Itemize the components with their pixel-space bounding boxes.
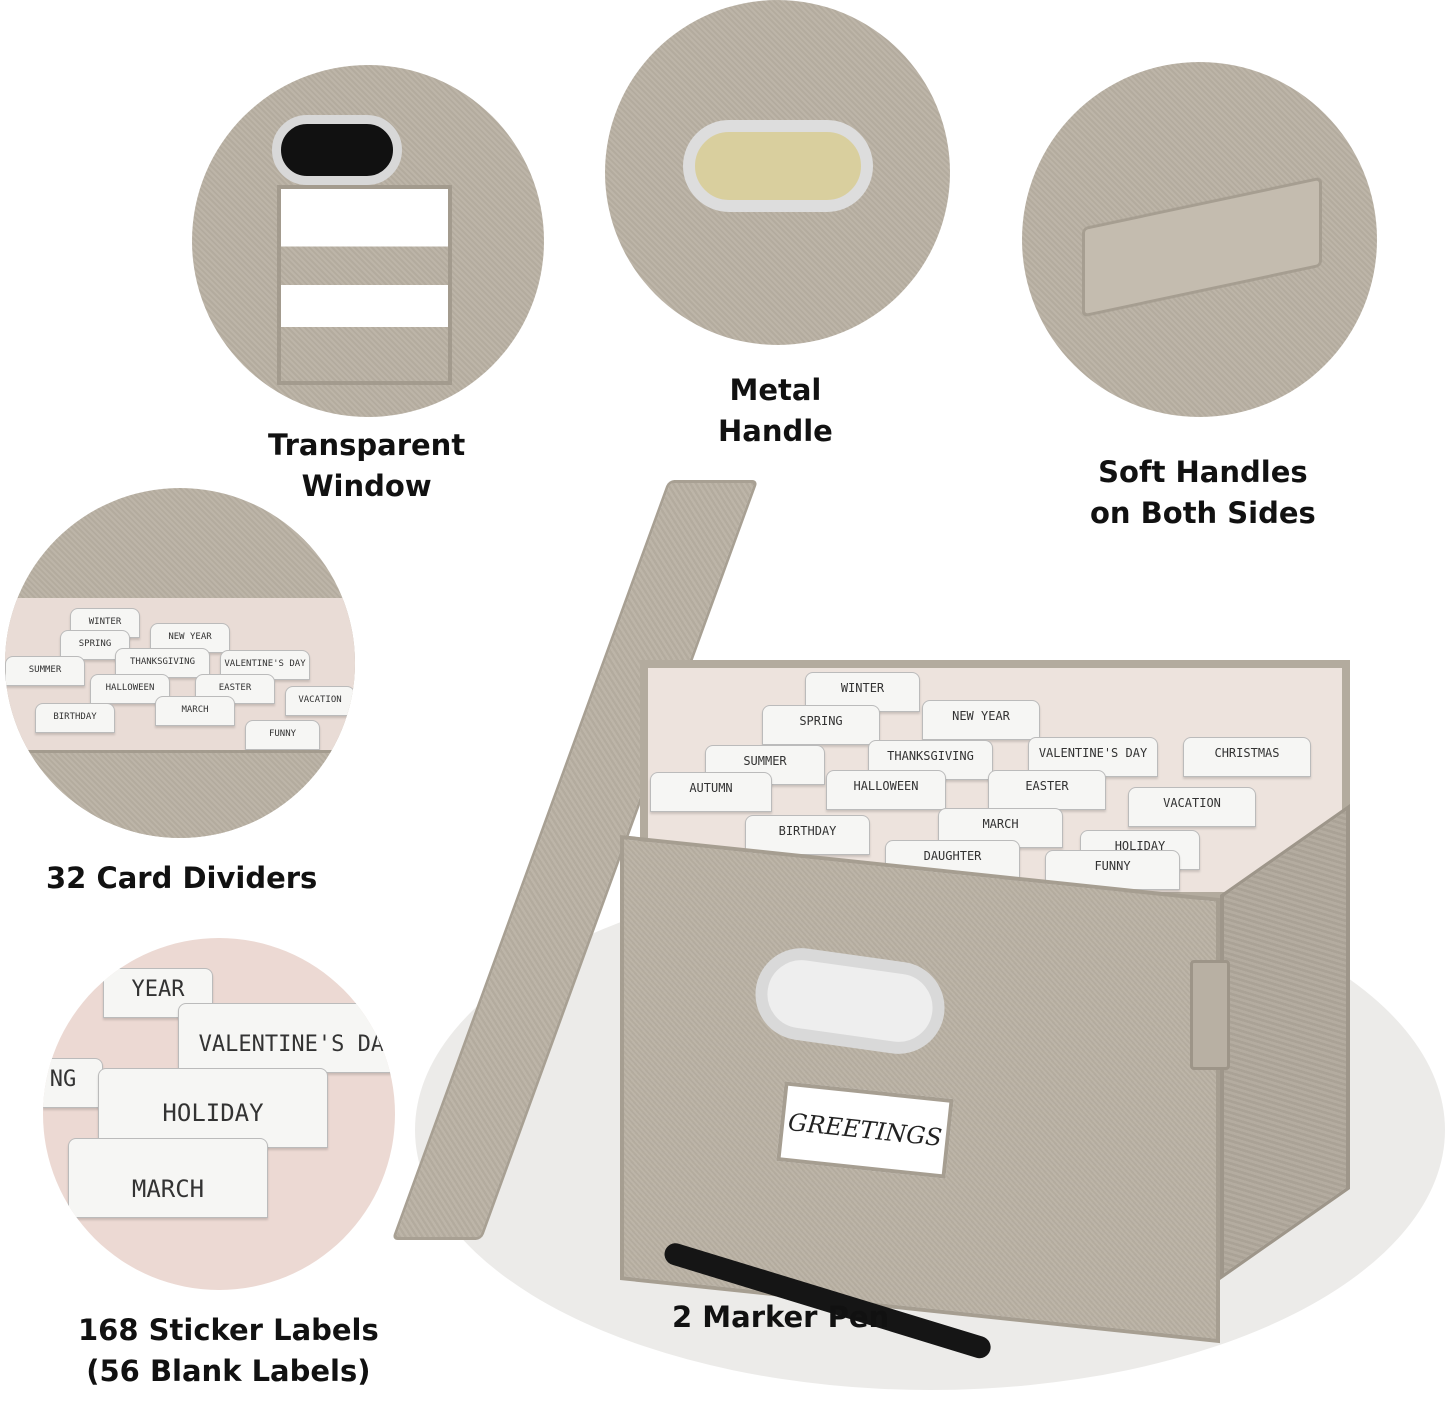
divider-tab: BIRTHDAY (745, 815, 870, 855)
label-window (277, 185, 452, 385)
divider-tab: SPRING (60, 630, 130, 660)
sticker-label: YEAR (103, 968, 213, 1018)
sticker-label: HOLIDAY (98, 1068, 328, 1148)
divider-tab: AUTUMN (650, 772, 772, 812)
caption-line: Metal (729, 373, 822, 407)
sticker-labels-photo: YEAR VALENTINE'S DAY NG HOLIDAY MARCH (43, 938, 395, 1290)
divider-tab: MARCH (155, 696, 235, 726)
divider-tab: EASTER (195, 674, 275, 704)
box-front (5, 750, 355, 838)
divider-tab: VACATION (1128, 787, 1256, 827)
caption-line: Window (301, 469, 432, 503)
metal-handle-ring (272, 115, 402, 185)
caption-line: Soft Handles (1098, 455, 1308, 489)
divider-tab: HALLOWEEN (826, 770, 946, 810)
divider-tab: THANKSGIVING (115, 648, 210, 678)
divider-tab: HALLOWEEN (90, 674, 170, 704)
sticker-label: VALENTINE'S DAY (178, 1003, 395, 1073)
metal-handle-photo (605, 0, 950, 345)
divider-tab: CHRISTMAS (1183, 737, 1311, 777)
divider-tab: BIRTHDAY (35, 703, 115, 733)
caption-line: 168 Sticker Labels (78, 1313, 379, 1347)
caption-soft-handles: Soft Handles on Both Sides (1090, 452, 1316, 534)
divider-tab: SPRING (762, 705, 880, 745)
caption-marker-pen: 2 Marker Pen (672, 1300, 890, 1334)
caption-line: Transparent (268, 428, 466, 462)
side-soft-handle (1190, 960, 1230, 1070)
caption-sticker-labels: 168 Sticker Labels (56 Blank Labels) (78, 1310, 379, 1392)
divider-tab: EASTER (988, 770, 1106, 810)
transparent-window-photo (192, 65, 544, 417)
caption-line: Handle (718, 414, 833, 448)
soft-handle-photo (1022, 62, 1377, 417)
caption-line: (56 Blank Labels) (86, 1354, 371, 1388)
divider-tab: VACATION (285, 686, 355, 716)
sticker-label: NG (43, 1058, 103, 1108)
metal-handle-ring (683, 120, 873, 212)
card-dividers-photo: WINTER NEW YEAR SPRING THANKSGIVING VALE… (5, 488, 355, 838)
divider-tab: FUNNY (245, 720, 320, 750)
divider-tab: SUMMER (5, 656, 85, 686)
sticker-label: MARCH (68, 1138, 268, 1218)
soft-handle-strap (1082, 176, 1322, 318)
caption-card-dividers: 32 Card Dividers (46, 861, 318, 895)
divider-tab: NEW YEAR (922, 700, 1040, 740)
caption-line: on Both Sides (1090, 496, 1316, 530)
